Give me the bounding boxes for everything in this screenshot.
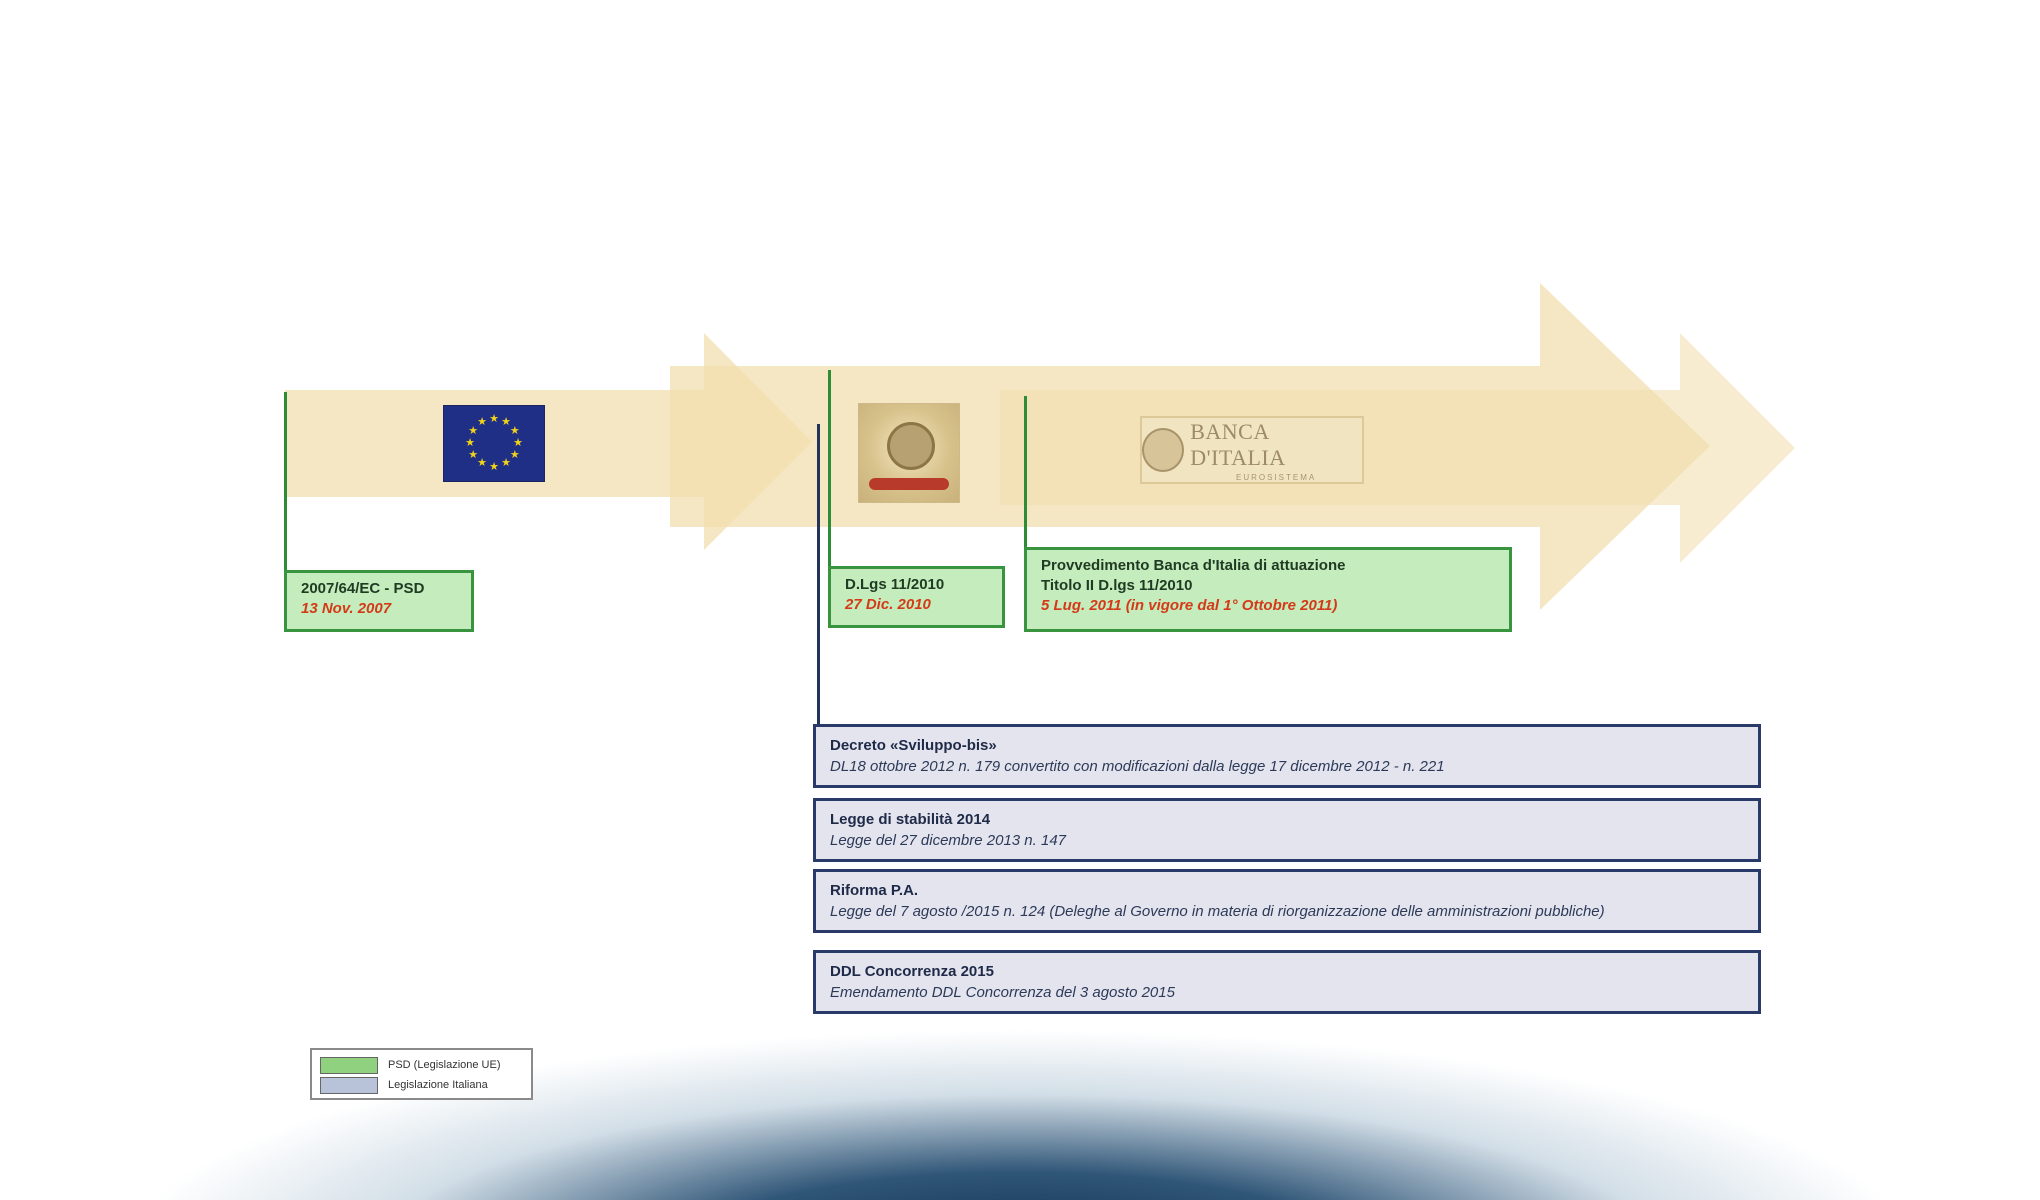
legislation-box-ddl-concorrenza: DDL Concorrenza 2015 Emendamento DDL Con… (813, 950, 1761, 1014)
emblem-ribbon-icon (869, 478, 949, 490)
eu-star-icon: ★ (477, 457, 487, 470)
legislation-box-stabilita-2014: Legge di stabilità 2014 Legge del 27 dic… (813, 798, 1761, 862)
connector-italian-legislation (817, 424, 820, 724)
eu-star-icon: ★ (468, 448, 479, 461)
banca-ditalia-subtitle: EUROSISTEMA (1236, 472, 1317, 482)
legend-item-psd: PSD (Legislazione UE) (320, 1055, 523, 1075)
box-title: DDL Concorrenza 2015 (830, 963, 994, 980)
eu-star-icon: ★ (489, 460, 499, 473)
emblem-star-icon (887, 422, 935, 470)
box-date: 27 Dic. 2010 (845, 596, 931, 613)
connector-dlgs (828, 370, 831, 566)
timeline-box-psd: 2007/64/EC - PSD 13 Nov. 2007 (284, 570, 474, 632)
legend-item-italian: Legislazione Italiana (320, 1075, 523, 1095)
eu-star-icon: ★ (489, 412, 499, 425)
box-title: 2007/64/EC - PSD (301, 580, 425, 597)
box-date: 5 Lug. 2011 (in vigore dal 1° Ottobre 20… (1041, 597, 1338, 614)
box-subtitle: Legge del 27 dicembre 2013 n. 147 (830, 832, 1067, 849)
eu-star-icon: ★ (501, 457, 511, 470)
legend-swatch-blue (320, 1076, 378, 1094)
legislation-box-riforma-pa: Riforma P.A. Legge del 7 agosto /2015 n.… (813, 869, 1761, 933)
connector-provvedimento (1024, 396, 1027, 548)
legend-label: PSD (Legislazione UE) (388, 1059, 501, 1071)
legislation-box-sviluppo-bis: Decreto «Sviluppo-bis» DL18 ottobre 2012… (813, 724, 1761, 788)
italian-republic-emblem-icon (858, 403, 960, 503)
timeline-box-dlgs: D.Lgs 11/2010 27 Dic. 2010 (828, 566, 1005, 628)
eu-star-icon: ★ (477, 415, 487, 428)
banca-ditalia-logo: BANCA D'ITALIA EUROSISTEMA (1140, 416, 1364, 484)
box-subtitle: Emendamento DDL Concorrenza del 3 agosto… (830, 984, 1175, 1001)
banca-ditalia-mark-icon (1142, 428, 1185, 472)
connector-psd (284, 392, 287, 572)
eu-star-icon: ★ (509, 424, 520, 437)
box-title: D.Lgs 11/2010 (845, 576, 945, 593)
legend-swatch-green (320, 1056, 378, 1074)
eu-star-icon: ★ (509, 448, 520, 461)
eu-star-icon: ★ (465, 436, 475, 449)
eu-flag-icon: ★★★★★★★★★★★★ (443, 405, 545, 482)
eu-star-icon: ★ (513, 436, 523, 449)
legend: PSD (Legislazione UE) Legislazione Itali… (310, 1048, 533, 1100)
box-title-line-2: Titolo II D.lgs 11/2010 (1041, 577, 1193, 594)
eu-star-icon: ★ (468, 424, 479, 437)
timeline-box-provvedimento: Provvedimento Banca d'Italia di attuazio… (1024, 547, 1512, 632)
box-title: Legge di stabilità 2014 (830, 811, 991, 828)
box-subtitle: DL18 ottobre 2012 n. 179 convertito con … (830, 758, 1445, 775)
box-title: Riforma P.A. (830, 882, 919, 899)
box-title: Decreto «Sviluppo-bis» (830, 737, 997, 754)
banca-ditalia-name: BANCA D'ITALIA (1190, 418, 1286, 470)
eu-star-icon: ★ (501, 415, 511, 428)
arrow-banca-phase (1000, 333, 1795, 563)
box-title-line-1: Provvedimento Banca d'Italia di attuazio… (1041, 557, 1346, 574)
legend-label: Legislazione Italiana (388, 1079, 488, 1091)
box-subtitle: Legge del 7 agosto /2015 n. 124 (Deleghe… (830, 903, 1605, 920)
box-date: 13 Nov. 2007 (301, 600, 392, 617)
